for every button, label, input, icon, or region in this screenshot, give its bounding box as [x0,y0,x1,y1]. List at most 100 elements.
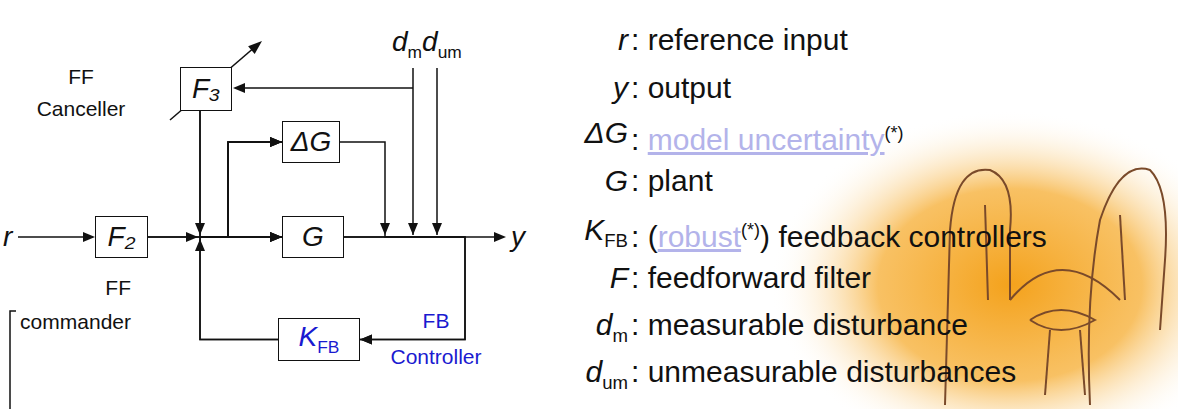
block-caption: FB Controller [381,303,491,375]
symbol-name: ΔG [585,116,628,149]
block-caption: FF Canceller [31,61,131,125]
block-symbol-group: KFB [299,323,340,356]
legend-symbol: ΔG [480,113,628,153]
arrow-head [270,232,282,242]
block-box: ΔG [282,121,340,163]
disturbance-wire [412,68,414,235]
wire-line [200,142,282,340]
subscript: m [408,42,422,62]
wire-line [200,111,282,237]
legend-symbol: G [480,161,628,201]
signal-name: r [3,221,12,253]
definition-text: ) feedback controllers [760,220,1047,253]
block-symbol: G [302,221,324,252]
arrow-head [270,137,282,147]
legend-symbol: KFB [480,210,628,261]
definition-text: : [631,123,639,156]
legend-definition: : measurable disturbance [631,305,968,345]
subscript: FB [317,337,339,357]
arrow-head [360,335,372,345]
symbol-name: G [605,164,628,197]
symbol-name: K [584,213,604,246]
subscript: FB [604,230,628,251]
block-symbol: F₂ [108,221,136,252]
legend-definition: : reference input [631,20,848,60]
block-symbol: F₃ [192,73,220,104]
block-box: FF commanderF₂ [95,216,148,258]
link-text: robust [658,220,741,253]
definition-text: : feedforward filter [631,261,871,294]
footnote-mark: (*) [741,220,760,240]
symbol-name: y [511,221,525,252]
symbol-name: d [596,308,613,341]
legend-symbol: dm [480,305,628,356]
block-symbol-group: F₂ [108,223,136,251]
adjustable-arrow [170,46,256,120]
definition-text: : reference input [631,23,848,56]
symbol-name: d [585,355,602,388]
link-text: model uncertainty [648,123,885,156]
wire-line [200,111,282,237]
definition-text: : output [631,71,731,104]
arrow-head [408,223,418,235]
legend-definition: : output [631,68,731,108]
symbol-name: y [613,71,628,104]
wire-line [200,237,282,340]
block-symbol-group: G [302,223,324,251]
arrow-head [494,232,506,242]
definition-text: : unmeasurable disturbances [631,355,1016,388]
sketch-line [1120,215,1125,300]
legend-symbol: y [480,68,628,108]
legend-symbol: dum [480,352,628,403]
definition-text: : ( [631,220,658,253]
symbol-name: F [610,261,628,294]
sketch-line [1045,330,1050,395]
arrow-head [270,137,282,147]
sketch-line [1010,270,1120,300]
arrow-head [270,232,282,242]
symbol-name: d [392,26,408,57]
legend-symbol: F [480,258,628,298]
block-symbol-group: F₃ [192,75,220,103]
measured-disturbance-wire [236,87,413,89]
legend-definition: : plant [631,161,713,201]
sketch-line [1089,169,1166,405]
controller-box: FB ControllerKFB [278,318,360,361]
symbol-name: d [422,26,438,57]
arrow-head [83,232,95,242]
signal-wire [148,137,282,237]
block-box: G [282,216,344,258]
symbol-name: r [618,23,628,56]
sketch-line [1030,310,1095,330]
signal-wire [200,232,282,340]
symbol-name: r [3,221,12,252]
signal-wire [200,137,282,340]
arrow-head [233,83,245,93]
bracket [10,311,16,409]
block-symbol: ΔG [291,126,332,157]
signal-name: dmdum [392,26,462,68]
legend-definition: : unmeasurable disturbances [631,352,1016,392]
block-caption: FF commander [16,271,131,339]
sketch-line [1080,330,1085,395]
signal-wire [200,111,282,242]
arrow-head [360,335,372,345]
legend-definition: :model uncertainty(*) [631,113,904,160]
reference-wire [18,236,93,238]
arrow-head [248,41,262,54]
wire-line [148,142,282,237]
signal-name: y [511,221,525,253]
subscript: um [438,42,462,62]
subscript: m [613,325,629,346]
definition-text: : plant [631,164,713,197]
subscript: um [602,372,628,393]
arrow-head [270,137,282,147]
definition-text: : measurable disturbance [631,308,968,341]
arrow-head [432,223,442,235]
legend-symbol: r [480,20,628,60]
block-symbol-group: ΔG [291,128,332,156]
block-symbol: K [299,321,318,352]
